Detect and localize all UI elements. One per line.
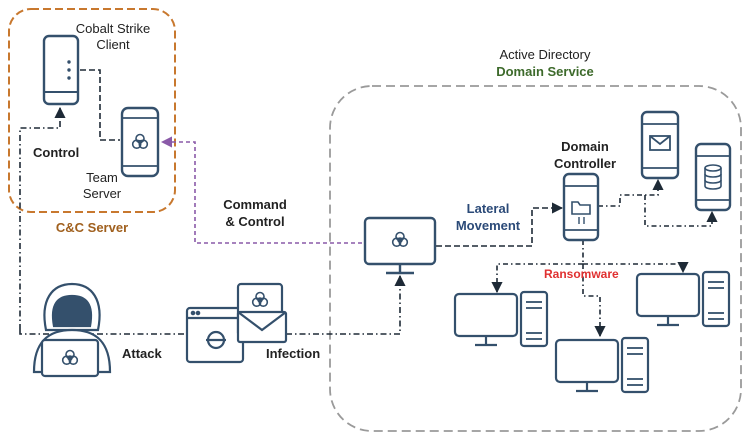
biohazard-server-icon <box>120 106 160 178</box>
lateral-line2: Movement <box>455 218 521 233</box>
cnc-server-group <box>8 8 176 213</box>
ransomware-left <box>491 263 583 294</box>
domain-service-label: Domain Service <box>496 64 594 79</box>
controller-db-link <box>644 195 718 227</box>
infection-path <box>286 274 406 335</box>
lateral-line1: Lateral <box>466 201 510 216</box>
ransomware-bottom <box>582 264 606 338</box>
cnc-server-label: C&C Server <box>55 220 129 235</box>
controller-line1: Domain <box>561 139 609 154</box>
team-server-line2: Server <box>82 186 122 201</box>
client-label-line2: Client <box>96 37 130 52</box>
workstation-icon <box>453 290 549 348</box>
domain-title-line1: Active Directory <box>499 47 591 62</box>
ransomware-right <box>583 261 689 274</box>
workstation-icon <box>554 336 650 394</box>
command-control-label: Command & Control <box>223 196 287 230</box>
workstation-icon <box>635 270 731 328</box>
infection-label: Infection <box>266 346 321 361</box>
control-path <box>19 106 66 330</box>
hacker-icon <box>32 282 112 378</box>
lateral-path <box>436 202 564 247</box>
database-icon <box>694 142 732 212</box>
command-line1: Command <box>223 197 287 212</box>
lateral-movement-label: Lateral Movement <box>456 200 520 234</box>
domain-controller-label: Domain Controller <box>554 138 616 172</box>
mail-icon <box>640 110 680 180</box>
folder-transfer-icon <box>562 172 600 242</box>
client-team-link <box>80 69 120 141</box>
team-server-label: Team Server <box>83 170 121 202</box>
controller-mail-link <box>598 178 664 207</box>
controller-line2: Controller <box>553 156 617 171</box>
domain-title: Active Directory Domain Service <box>496 46 594 80</box>
connectors <box>19 69 718 338</box>
browser-mail-icon <box>185 282 288 364</box>
client-label: Cobalt Strike Client <box>76 21 150 53</box>
command-control-path <box>160 136 362 244</box>
attack-path <box>19 330 187 335</box>
client-label-line1: Cobalt Strike <box>75 21 151 36</box>
biohazard-monitor-icon <box>363 216 437 275</box>
ransomware-label: Ransomware <box>544 267 619 281</box>
control-label: Control <box>33 145 80 160</box>
attack-label: Attack <box>122 346 162 361</box>
command-line2: & Control <box>225 214 285 229</box>
team-server-line1: Team <box>86 170 118 185</box>
domain-service-group <box>329 85 742 432</box>
mobile-device-icon <box>42 34 80 106</box>
